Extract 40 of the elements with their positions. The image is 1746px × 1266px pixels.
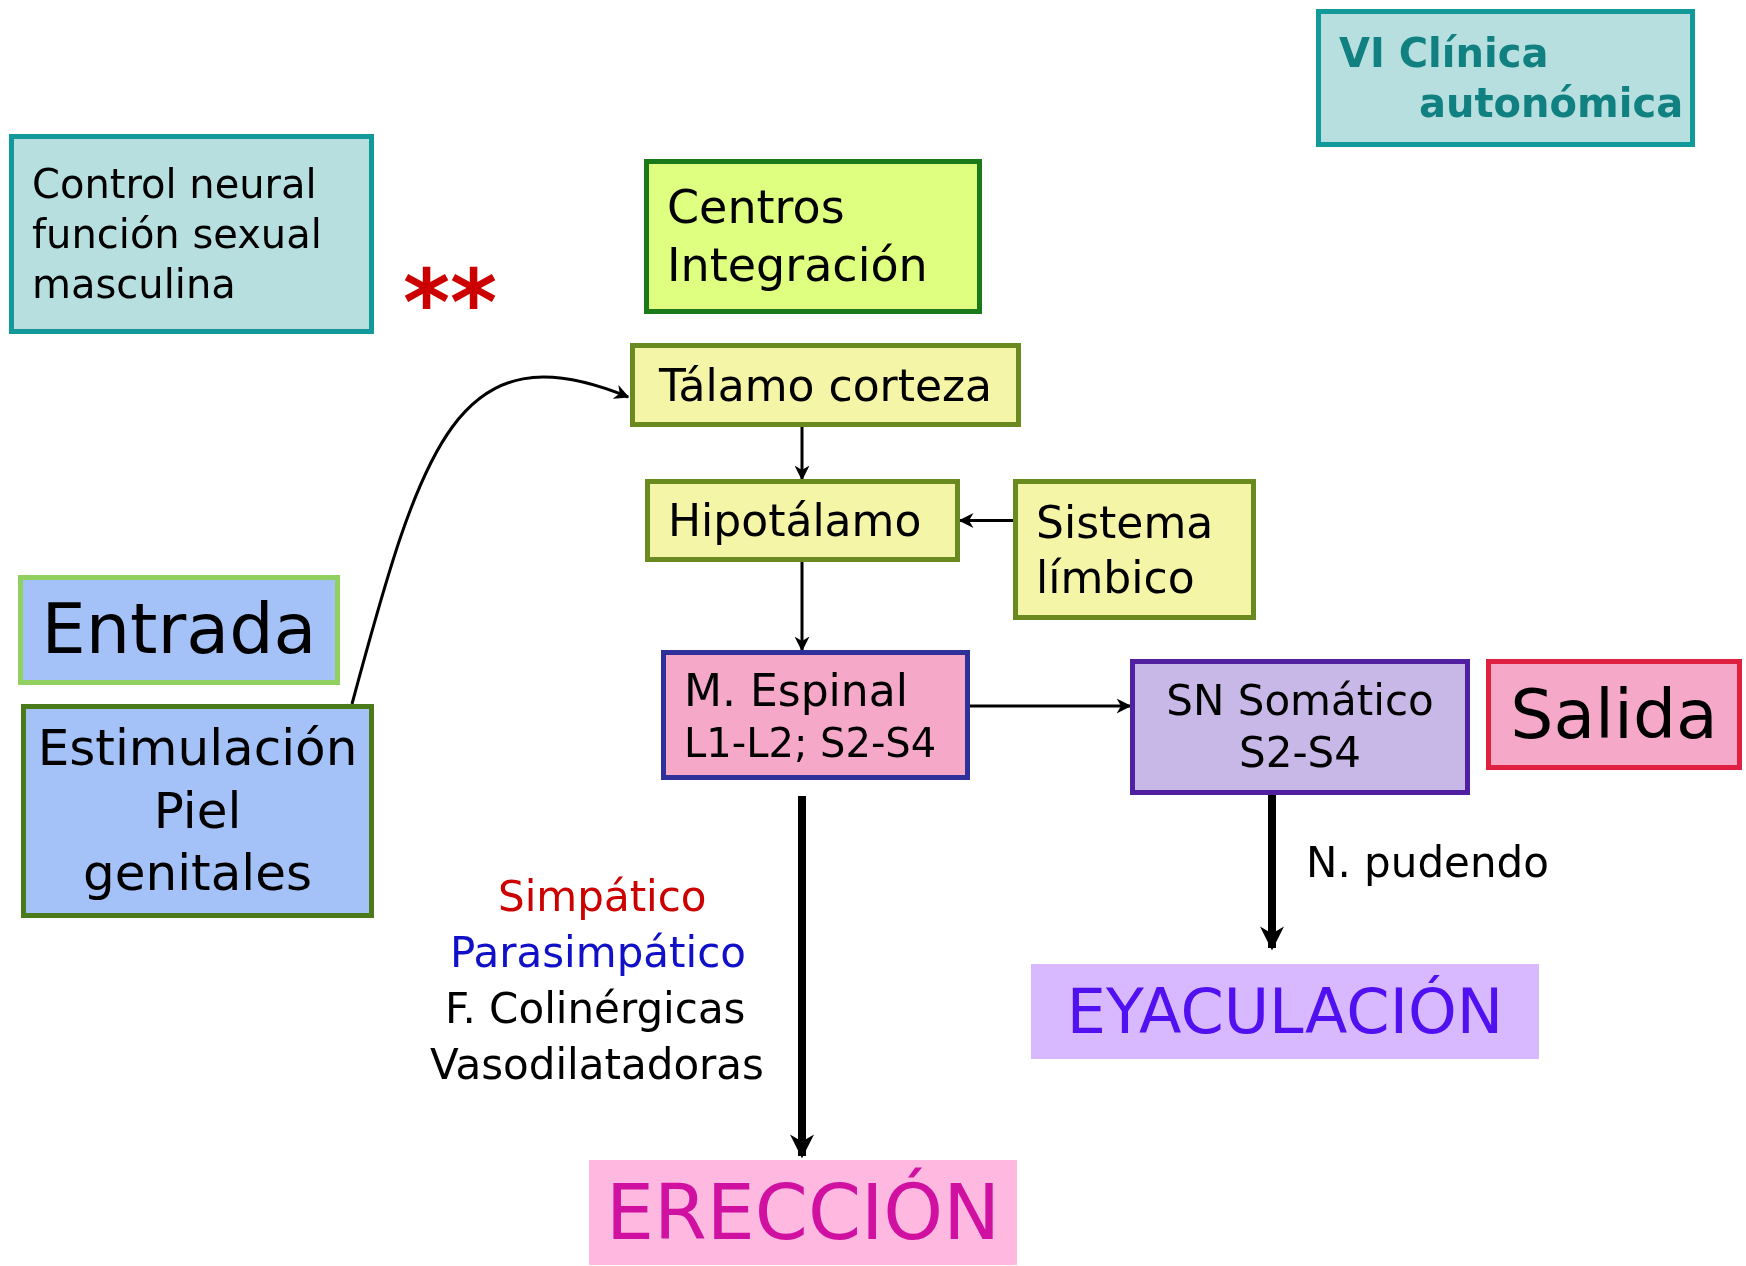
annotation-text: Simpático: [498, 872, 707, 921]
annotation-text: Parasimpático: [450, 928, 746, 977]
arrow: [958, 513, 1013, 528]
box-text: SN Somático S2-S4: [1165, 674, 1435, 779]
text-box: [18, 575, 340, 685]
box-text: Hipotálamo: [668, 494, 922, 548]
asterisk-mark: **: [403, 250, 498, 355]
text-box: [630, 343, 1021, 427]
box-text: L1-L2; S2-S4: [684, 718, 937, 768]
arrow: [794, 562, 810, 652]
arrow: [350, 375, 630, 705]
text-box: [1130, 659, 1470, 795]
text-box: [9, 134, 374, 334]
title-text: VI Clínica: [1339, 29, 1549, 78]
text-box: [644, 159, 982, 314]
box-text: Centros Integración: [667, 179, 929, 294]
text-box: [661, 650, 970, 780]
text-box: [645, 479, 960, 562]
text-box: [1013, 479, 1256, 620]
arrow: [1260, 795, 1284, 951]
title-text: Control neural función sexual masculina: [32, 160, 323, 309]
box-text: EYACULACIÓN: [1066, 973, 1504, 1050]
arrow: [970, 698, 1132, 714]
box-text: M. Espinal: [684, 663, 908, 718]
result-banner: [1031, 964, 1539, 1059]
box-text: Sistema límbico: [1036, 495, 1215, 605]
text-box: [1486, 659, 1742, 770]
annotation-text: F. Colinérgicas: [445, 984, 746, 1033]
edge-label: N. pudendo: [1306, 838, 1549, 887]
annotation-text: Vasodilatadoras: [430, 1040, 764, 1089]
box-text: Estimulación Piel genitales: [37, 718, 358, 905]
box-text: ERECCIÓN: [605, 1166, 1001, 1259]
arrow: [794, 427, 810, 481]
result-banner: [589, 1160, 1017, 1265]
text-box: [21, 704, 374, 918]
box-text: Entrada: [41, 587, 317, 673]
box-text: Salida: [1510, 674, 1718, 756]
title-text: autonómica: [1419, 79, 1684, 128]
box-text: Tálamo corteza: [658, 358, 993, 413]
text-box: [1316, 9, 1695, 147]
